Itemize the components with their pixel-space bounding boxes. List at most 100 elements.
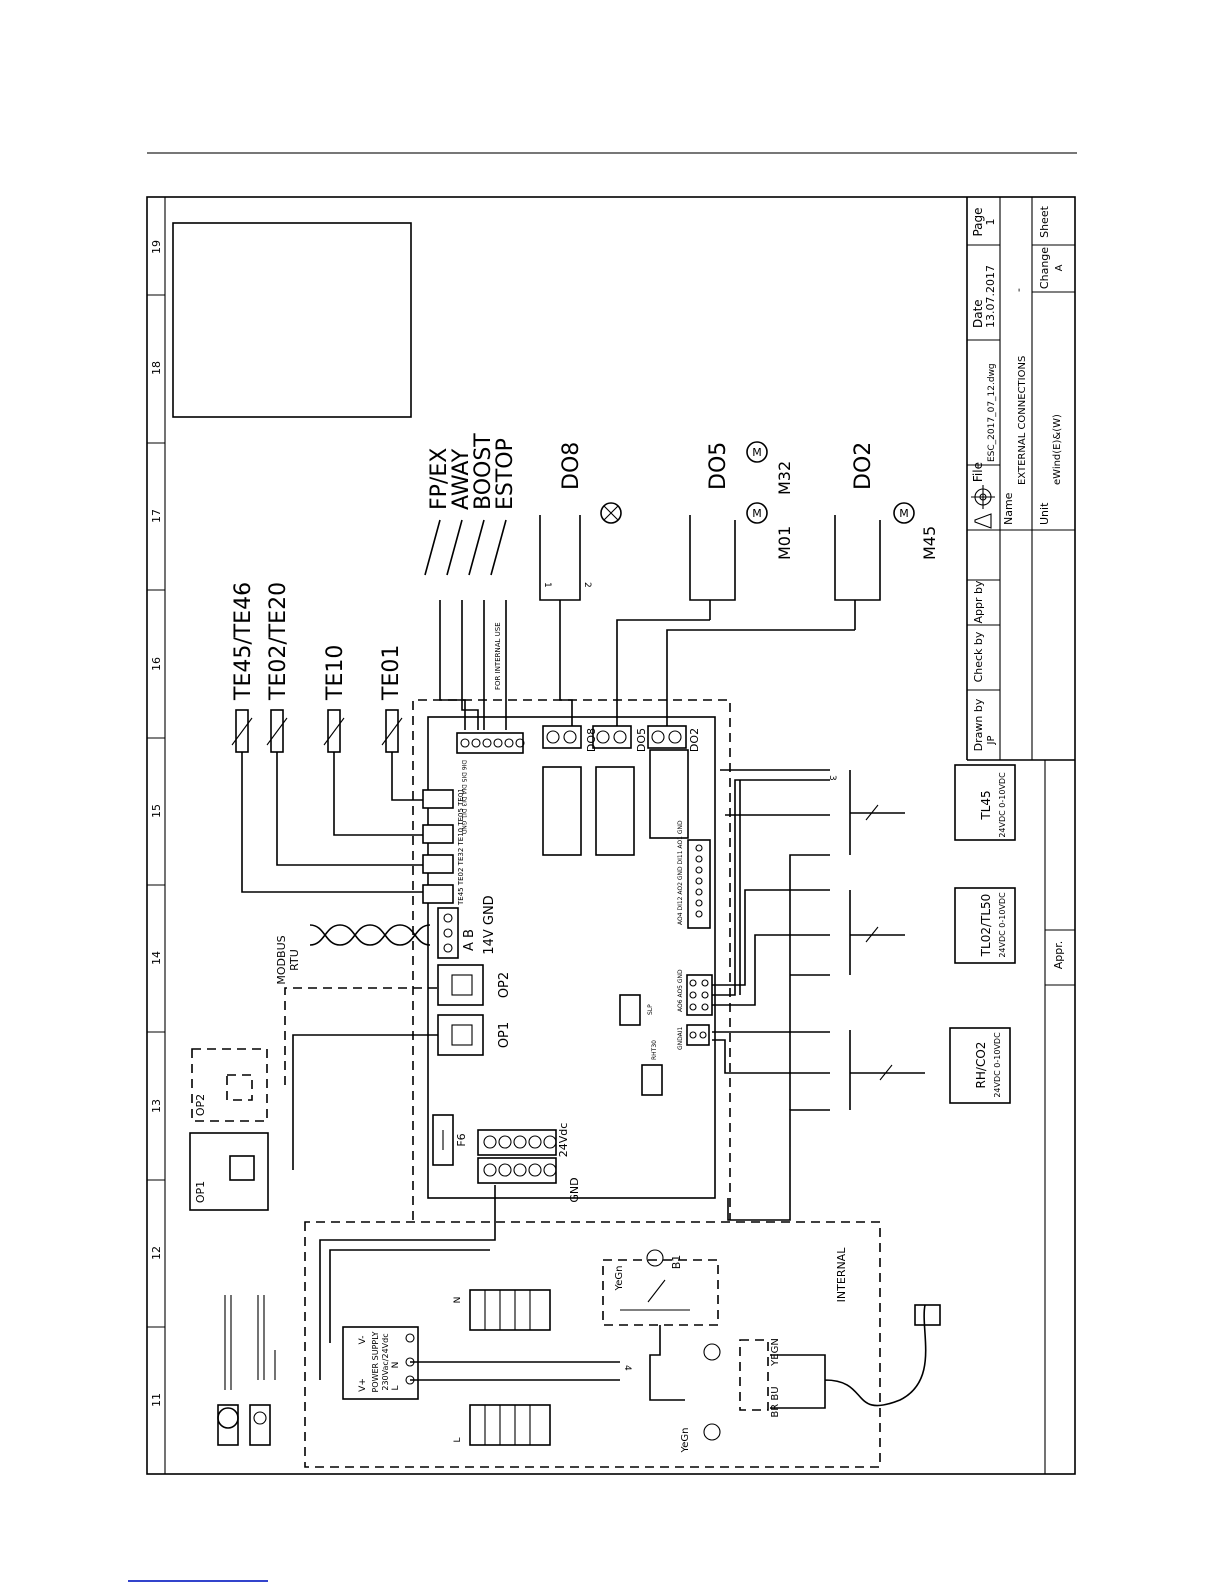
screw-terminal-icon [217, 1407, 239, 1429]
tb-file-value: ESC_2017_07_12.dwg [987, 363, 997, 462]
ground-icon-top [646, 1249, 664, 1267]
psu-vplus: V+ [358, 1378, 368, 1392]
internal-boundary [304, 1221, 881, 1468]
tb-appr-label: Appr by [972, 580, 985, 623]
psu-l: L [391, 1385, 401, 1390]
input-away-label: AWAY [449, 448, 474, 510]
tx-tl02-name: TL02/TL50 [979, 894, 993, 958]
input-fpex-label: FP/EX [427, 448, 452, 510]
col-17: 17 [150, 509, 163, 523]
input-boost-label: BOOST [471, 433, 496, 510]
modbus-sub: RTU [288, 949, 301, 971]
output-group: DO8 DO5 DO2 M M M M01 M32 M45 [539, 441, 939, 730]
tb-appr-box: Appr. [1052, 941, 1065, 970]
svg-text:M: M [899, 507, 909, 520]
tb-drawn-value: JP [986, 736, 997, 746]
sensor-te02-label: TE02/TE20 [266, 582, 291, 701]
pin-3-a: 3 [827, 775, 837, 781]
col-19: 19 [150, 240, 163, 254]
vdc-label: 24Vdc [557, 1123, 570, 1158]
board-do5-label: DO5 [635, 728, 648, 752]
op2-remote-label: OP2 [194, 1094, 207, 1116]
input-estop-label: ESTOP [493, 438, 518, 510]
output-do5-label: DO5 [706, 442, 731, 490]
tb-change-value: A [1054, 264, 1065, 271]
output-do2-label: DO2 [851, 442, 876, 490]
yegn-bottom-label: YeGn [680, 1427, 691, 1453]
tb-dash: - [1012, 288, 1025, 292]
slp-label: SLP [647, 1004, 654, 1015]
pin-4-a: 4 [622, 1365, 632, 1371]
projection-icon [971, 485, 995, 529]
svg-text:M: M [752, 446, 762, 459]
op1-board-label: OP1 [497, 1022, 512, 1048]
modbus-ab-label: A B [462, 929, 477, 951]
terminal-rails: N L [453, 1289, 551, 1446]
tb-name-value: EXTERNAL CONNECTIONS [1017, 356, 1028, 485]
ao-terminal-labels: AO4 DI12 AO2 GND DI11 AO1 GND [677, 820, 684, 925]
tb-unit-value: eWind(E)&(W) [1052, 414, 1063, 485]
op1-remote-label: OP1 [194, 1181, 207, 1203]
sensor-te10-label: TE10 [323, 645, 348, 701]
ao-terminals: AO4 DI12 AO2 GND DI11 AO1 GND AO6 AO5 GN… [619, 820, 713, 1096]
psu-spec: 230Vac/24Vdc [381, 1333, 390, 1390]
gndai-label: GNDAI1 [677, 1026, 684, 1050]
tb-name-label: Name [1002, 492, 1015, 525]
col-15: 15 [150, 804, 163, 818]
gnd-label: GND [568, 1177, 581, 1202]
op2-port [437, 964, 484, 1006]
drawing-frame [146, 196, 1076, 1475]
motor-m32-icon [746, 441, 768, 463]
sensor-te45-label: TE45/TE46 [231, 582, 256, 701]
col-14: 14 [150, 951, 163, 965]
unit-boundary [412, 699, 731, 1220]
rail-n-label: N [453, 1297, 463, 1304]
modbus-group: MODBUS RTU A B 14V GND [275, 895, 497, 984]
op1-port [437, 1014, 484, 1056]
tb-date-value: 13.07.2017 [984, 265, 997, 328]
b1-label: B1 [670, 1255, 683, 1270]
footer-link-underline [128, 1580, 268, 1582]
spring-terminal-icon [249, 1404, 271, 1446]
rhco2-box [949, 1027, 1011, 1104]
output-do8-label: DO8 [559, 442, 584, 490]
op1-remote-box [189, 1132, 269, 1211]
tl02-box [954, 887, 1016, 964]
tb-date-label: Date [971, 299, 985, 328]
sensor-terminal-labels: TE45 TE02 TE32 TE10 TE05 TE01 [457, 788, 465, 906]
tb-drawn-label: Drawn by [972, 698, 985, 751]
rail-l-label: L [453, 1437, 463, 1442]
modbus-title: MODBUS [275, 935, 288, 984]
board-do8-label: DO8 [585, 728, 598, 752]
tb-page-label: Page [971, 207, 985, 236]
tx-tl45-name: TL45 [979, 790, 993, 820]
tb-file-label: File [971, 462, 985, 482]
pin-numbers: 1 2 3 4 [542, 582, 837, 1371]
rht-label: RHT30 [651, 1040, 658, 1060]
notes-box [172, 222, 412, 418]
yegn-top-label: YeGn [614, 1265, 625, 1291]
title-block: Page 1 Date 13.07.2017 File ESC_2017_07_… [966, 197, 1075, 1474]
modbus-power-label: 14V GND [482, 895, 497, 954]
tx-tl45-spec: 24VDC 0-10VDC [998, 772, 1007, 838]
op-ports: OP2 OP1 OP2 OP1 [189, 964, 512, 1211]
motor-m01-icon [746, 502, 768, 524]
tl45-box [954, 764, 1016, 841]
switch-b1: B1 YeGn [602, 1249, 719, 1401]
input-switch-group: FP/EX AWAY BOOST ESTOP FOR INTERNAL USE [424, 433, 518, 730]
svg-text:M: M [752, 507, 762, 520]
psu-n: N [391, 1362, 401, 1369]
tx-tl02-spec: 24VDC 0-10VDC [998, 892, 1007, 958]
internal-label: INTERNAL [835, 1247, 848, 1303]
fuse-f6 [432, 1114, 454, 1166]
motor-m45-label: M45 [920, 526, 939, 560]
transmitter-group: TL45 24VDC 0-10VDC TL02/TL50 24VDC 0-10V… [712, 764, 1016, 1221]
plug-icon [914, 1304, 941, 1326]
column-numbers: 19 18 17 16 15 14 13 12 11 [147, 240, 165, 1407]
lamp-icon [600, 502, 622, 524]
internal-use-note: FOR INTERNAL USE [494, 622, 502, 690]
ao5-label: AO6 AO5 GND [677, 969, 684, 1012]
tb-unit-label: Unit [1038, 502, 1051, 525]
tb-check-label: Check by [972, 631, 985, 682]
tb-page-value: 1 [984, 219, 997, 226]
